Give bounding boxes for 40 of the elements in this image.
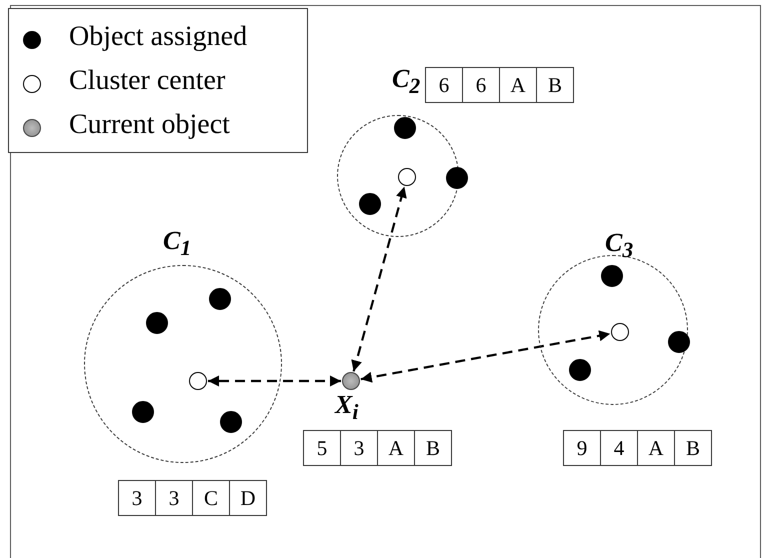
cluster-center-dot	[189, 372, 207, 390]
object-dot	[601, 265, 623, 287]
cluster-label: C$_{3}$	[605, 228, 634, 264]
attribute-value: B	[536, 67, 574, 103]
attribute-value: A	[499, 67, 537, 103]
object-dot	[132, 401, 154, 423]
legend-text: Cluster center	[69, 65, 226, 97]
attribute-value: 4	[600, 430, 638, 466]
attribute-value: 3	[340, 430, 378, 466]
attribute-value: B	[674, 430, 712, 466]
object-dot	[220, 411, 242, 433]
attribute-value: A	[637, 430, 675, 466]
cluster-center-dot	[398, 168, 416, 186]
dashed-arrow	[208, 376, 341, 386]
cluster-label: C$_{2}$	[392, 64, 420, 100]
attribute-value: 3	[155, 480, 193, 516]
object-dot	[146, 312, 168, 334]
cluster-center-dot	[611, 323, 629, 341]
attribute-value: A	[377, 430, 415, 466]
attribute-value: 6	[462, 67, 500, 103]
object-dot	[359, 193, 381, 215]
object-dot	[394, 117, 416, 139]
attribute-value: 3	[118, 480, 156, 516]
current-object-dot	[342, 372, 360, 390]
point-label: X$_{i}$	[335, 390, 358, 426]
object-dot	[209, 288, 231, 310]
attribute-value: B	[414, 430, 452, 466]
attribute-value: D	[229, 480, 267, 516]
dashed-arrow	[351, 186, 407, 372]
attribute-value: 9	[563, 430, 601, 466]
legend-text: Current object	[69, 109, 230, 141]
dashed-arrow	[360, 330, 610, 383]
cluster-label: C$_{1}$	[163, 226, 192, 262]
object-dot	[446, 167, 468, 189]
attribute-value: C	[192, 480, 230, 516]
object-dot	[668, 331, 690, 353]
legend-text: Object assigned	[69, 21, 248, 53]
attribute-value: 6	[425, 67, 463, 103]
object-dot	[569, 359, 591, 381]
attribute-value: 5	[303, 430, 341, 466]
